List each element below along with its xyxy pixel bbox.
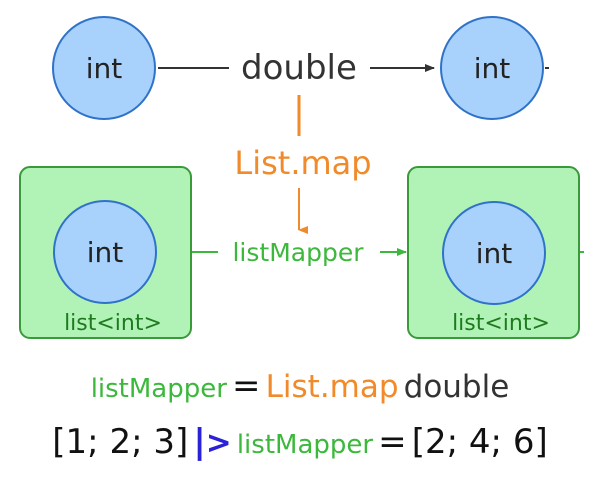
eq1-equals: = [232,366,261,406]
bottom-left-node [53,200,157,304]
eq2-equals: = [378,422,407,462]
eq2-fn: listMapper [236,430,374,460]
diagram: int double int List.map int list<int> li… [19,16,584,339]
eq1-fn: List.map [265,369,399,405]
bottom-edge-label: listMapper [232,238,364,267]
equation-example: [1; 2; 3] |> listMapper = [2; 4; 6] [0,422,600,462]
bottom-right-node-label: int [476,237,513,270]
eq1-lhs: listMapper [90,374,227,404]
bottom-left-node-label: int [87,236,124,269]
eq2-pipe-bar: | [193,422,206,462]
bottom-right-box-label: list<int> [452,311,550,336]
top-right-node-label: int [474,52,511,85]
top-left-node: int [52,16,156,120]
top-right-node: int [440,16,544,120]
top-left-node-label: int [86,52,123,85]
eq2-input: [1; 2; 3] [52,422,189,462]
eq1-arg: double [403,369,510,405]
eq2-pipe-arrow: > [205,425,232,461]
bottom-right-node [442,201,546,305]
bottom-right-box: int list<int> [407,166,580,339]
top-edge-label: double [241,48,357,88]
bottom-left-box-label: list<int> [64,311,162,336]
bottom-left-box: int list<int> [19,166,192,339]
map-label: List.map [234,144,371,182]
eq2-output: [2; 4; 6] [411,422,548,462]
equation-definition: listMapper = List.map double [0,366,600,406]
